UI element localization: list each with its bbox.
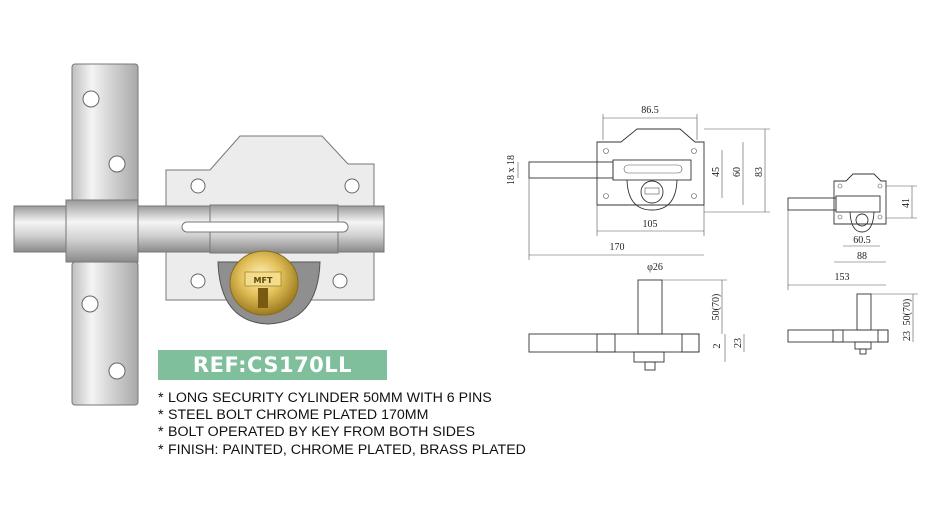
dim-105: 105 <box>643 219 658 230</box>
lower-plate <box>71 261 139 406</box>
upper-plate <box>71 63 139 203</box>
dim-2: 2 <box>712 344 723 349</box>
dim-phi-26: φ26 <box>647 262 663 273</box>
side-view-large: φ26 50(70) 2 23 <box>528 262 745 371</box>
feature-item: *LONG SECURITY CYLINDER 50MM WITH 6 PINS <box>158 390 492 406</box>
dim-23-right: 23 <box>902 331 913 341</box>
front-view-small: 41 60.5 88 153 <box>787 173 917 290</box>
bolt <box>13 199 385 263</box>
dim-50-70-right: 50(70) <box>902 299 913 326</box>
dim-60-5: 60.5 <box>853 235 871 246</box>
cylinder: MFT <box>217 250 321 325</box>
feature-item: *BOLT OPERATED BY KEY FROM BOTH SIDES <box>158 424 475 441</box>
dim-23-left: 23 <box>733 338 744 348</box>
dim-50-70-left: 50(70) <box>711 294 722 321</box>
product-photo: MFT <box>13 63 385 406</box>
dim-153: 153 <box>835 272 850 283</box>
feature-item: *FINISH: PAINTED, CHROME PLATED, BRASS P… <box>158 441 526 458</box>
dim-60: 60 <box>732 167 743 177</box>
feature-list: *LONG SECURITY CYLINDER 50MM WITH 6 PINS… <box>158 390 558 459</box>
dim-45: 45 <box>711 167 722 177</box>
dim-88: 88 <box>857 251 867 262</box>
side-view-small: 50(70) 23 <box>787 293 918 355</box>
reference-badge: REF:CS170LL <box>158 350 387 380</box>
dim-170: 170 <box>610 242 625 253</box>
front-view-large: 86.5 18 x 18 45 60 83 105 170 <box>506 105 770 260</box>
dim-41: 41 <box>901 198 912 208</box>
cylinder-logo: MFT <box>254 276 273 285</box>
dim-86-5: 86.5 <box>641 105 659 116</box>
dim-18x18: 18 x 18 <box>506 155 517 185</box>
feature-item: *STEEL BOLT CHROME PLATED 170MM <box>158 407 429 424</box>
dim-83: 83 <box>754 167 765 177</box>
